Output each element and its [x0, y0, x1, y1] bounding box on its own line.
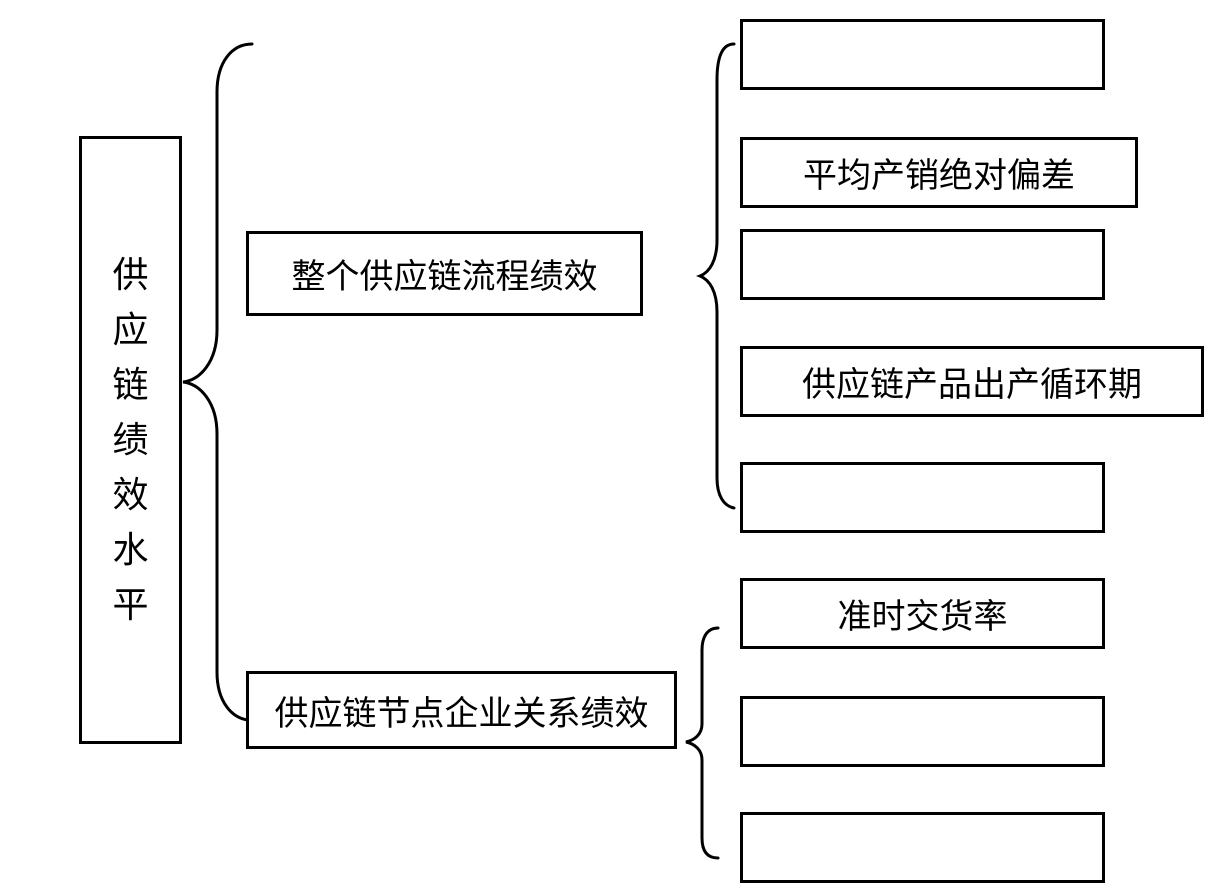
leaf-label: 供应链产品出产循环期: [802, 365, 1142, 405]
leaf-node: [740, 462, 1105, 533]
leaf-label: 平均产销绝对偏差: [803, 156, 1075, 196]
branch-label: 整个供应链流程绩效: [291, 257, 598, 297]
leaf-node: 准时交货率: [740, 578, 1105, 649]
root-label-char: 效: [112, 474, 149, 516]
leaf-node: 平均产销绝对偏差: [740, 137, 1138, 208]
lower-branch-brace: [685, 626, 720, 860]
leaf-node: 供应链产品出产循环期: [740, 346, 1204, 417]
branch-node-process: 整个供应链流程绩效: [246, 231, 643, 316]
root-brace: [182, 42, 254, 722]
leaf-label: 准时交货率: [837, 597, 1008, 637]
root-label-char: 供: [112, 254, 149, 296]
leaf-node: [740, 19, 1105, 90]
branch-label: 供应链节点企业关系绩效: [274, 693, 649, 734]
leaf-node: [740, 696, 1105, 767]
root-label-char: 绩: [112, 419, 149, 461]
branch-node-relationship: 供应链节点企业关系绩效: [246, 671, 677, 749]
leaf-node: [740, 812, 1105, 883]
root-label-char: 应: [112, 309, 149, 351]
leaf-node: [740, 229, 1105, 300]
root-label-char: 链: [112, 364, 149, 406]
root-label-char: 平: [112, 584, 149, 626]
upper-branch-brace: [695, 42, 736, 510]
root-node: 供 应 链 绩 效 水 平: [79, 136, 182, 744]
root-label-char: 水: [112, 529, 149, 571]
